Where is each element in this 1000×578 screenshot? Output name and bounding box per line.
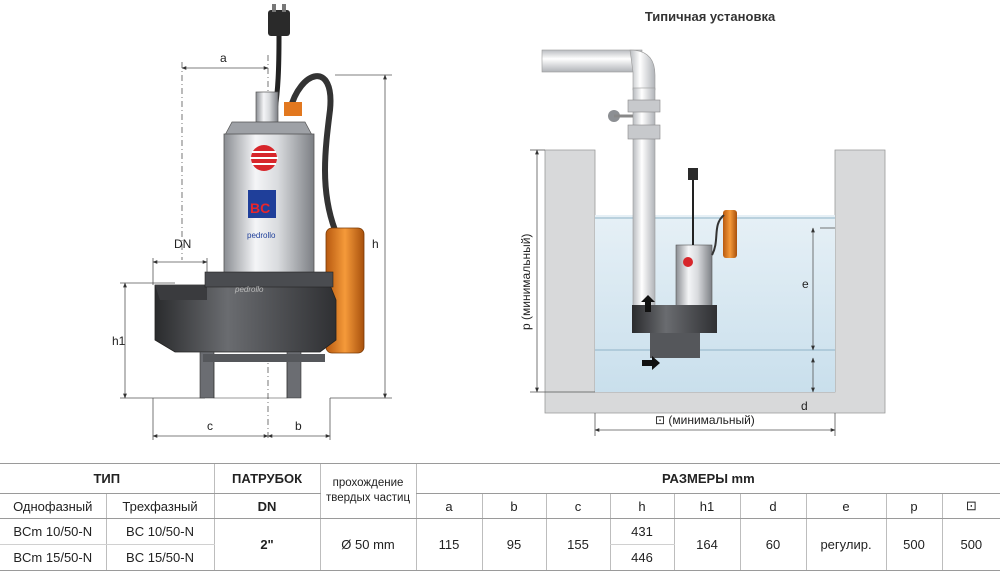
header-type: ТИП [0,463,215,494]
svg-text:pedrollo: pedrollo [234,285,264,294]
cell-c: 155 [545,518,611,571]
dim-h1-label: h1 [112,334,126,348]
col-b: b [481,493,547,519]
col-p: p [885,493,943,519]
col-e: e [805,493,887,519]
dim-b-label: b [295,419,302,433]
row1-h: 431 [609,518,675,545]
col-a: a [415,493,483,519]
table-row: BCm 15/50-N BC 15/50-N 446 [0,544,1000,571]
table-subheader-row: Однофазный Трехфазный DN a b c h h1 d e … [0,493,1000,519]
col-d: d [739,493,807,519]
col-square: ⊡ [941,493,1000,519]
col-c: c [545,493,611,519]
row1-three: BC 10/50-N [105,518,215,545]
dim-p-label: p (минимальный) [519,234,533,330]
subheader-dn: DN [213,493,321,519]
row2-h: 446 [609,544,675,571]
header-outlet: ПАТРУБОК [213,463,321,494]
cell-d: 60 [739,518,807,571]
dim-square-label: ⊡ (минимальный) [655,413,755,427]
cell-e: регулир. [805,518,887,571]
dim-c-label: c [207,419,213,433]
installation-drawing: p (минимальный) ⊡ (минимальный) e d [519,49,886,436]
table-row: BCm 10/50-N BC 10/50-N 2" Ø 50 mm 115 95… [0,518,1000,571]
cell-b: 95 [481,518,547,571]
cell-h1: 164 [673,518,741,571]
svg-text:BC: BC [250,200,270,216]
dim-dn-label: DN [174,237,191,251]
header-solids: прохождение твердых частиц [319,463,417,519]
cell-p: 500 [885,518,943,571]
spec-table: ТИП ПАТРУБОК прохождение твердых частиц … [0,463,1000,571]
col-h: h [609,493,675,519]
pump-technical-drawing: BC pedrollo pedrollo a h h1 DN c b [112,4,886,440]
table-header-row: ТИП ПАТРУБОК прохождение твердых частиц … [0,463,1000,519]
dim-h-label: h [372,237,379,251]
dimension-labels: a h h1 DN c b [112,51,379,433]
col-h1: h1 [673,493,741,519]
pump-drawing: BC pedrollo pedrollo [120,4,392,440]
row2-three: BC 15/50-N [105,544,215,571]
installation-title: Типичная установка [644,9,776,24]
subheader-single-phase: Однофазный [0,493,106,519]
dim-e-label: e [802,277,809,291]
cell-a: 115 [415,518,483,571]
cell-dn: 2" [213,518,321,571]
header-solids-line2: твердых частиц [325,492,411,504]
row1-single: BCm 10/50-N [0,518,106,545]
row2-single: BCm 15/50-N [0,544,106,571]
cell-square: 500 [941,518,1000,571]
dim-d-label: d [801,399,808,413]
header-solids-line1: прохождение [332,477,404,489]
cell-solids: Ø 50 mm [319,518,417,571]
subheader-three-phase: Трехфазный [105,493,215,519]
svg-text:pedrollo: pedrollo [247,231,276,240]
header-dimensions: РАЗМЕРЫ mm [415,463,1000,494]
dim-a-label: a [220,51,227,65]
